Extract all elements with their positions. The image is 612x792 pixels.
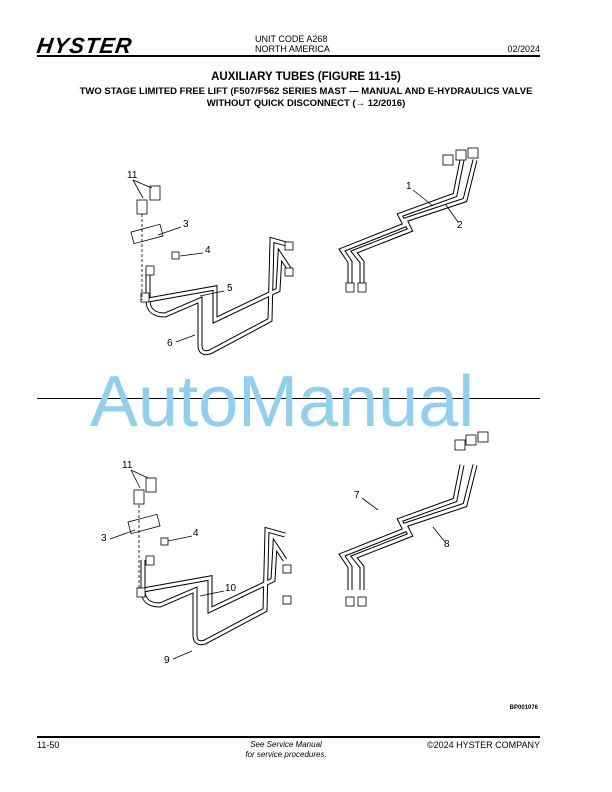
callout-11-top: 11 <box>127 170 138 181</box>
page-number: 11-50 <box>37 740 60 750</box>
header-date: 02/2024 <box>507 44 540 54</box>
callout-10: 10 <box>225 583 237 594</box>
callout-3-top: 3 <box>183 219 189 230</box>
copyright: ©2024 HYSTER COMPANY <box>427 740 540 750</box>
header-rule <box>37 55 540 57</box>
footer-note-line-2: for service procedures. <box>245 750 327 759</box>
footer-note-line-1: See Service Manual <box>250 740 322 749</box>
subtitle-line-1: TWO STAGE LIMITED FREE LIFT (F507/F562 S… <box>79 86 533 97</box>
watermark: AutoManual <box>90 362 475 442</box>
unit-code: UNIT CODE A268 <box>255 34 328 44</box>
figure-id: BP001076 <box>509 705 538 711</box>
callout-3-bottom: 3 <box>101 533 107 544</box>
region: NORTH AMERICA <box>255 44 330 54</box>
callout-1: 1 <box>406 181 412 192</box>
callout-4-top: 4 <box>205 245 211 256</box>
footer-rule <box>37 736 540 738</box>
callout-2: 2 <box>457 220 463 231</box>
figure-divider <box>37 398 540 399</box>
callout-7: 7 <box>354 490 360 501</box>
callout-4-bottom: 4 <box>193 528 199 539</box>
callout-5: 5 <box>227 283 233 294</box>
callout-9: 9 <box>164 655 170 666</box>
subtitle-line-2: WITHOUT QUICK DISCONNECT (→ 12/2016) <box>206 98 406 109</box>
page-title: AUXILIARY TUBES (FIGURE 11-15) <box>211 71 401 83</box>
callout-8: 8 <box>444 539 450 550</box>
footer-note: See Service Manual for service procedure… <box>206 740 366 760</box>
callout-11-bottom: 11 <box>122 460 133 471</box>
callout-6: 6 <box>167 338 173 349</box>
